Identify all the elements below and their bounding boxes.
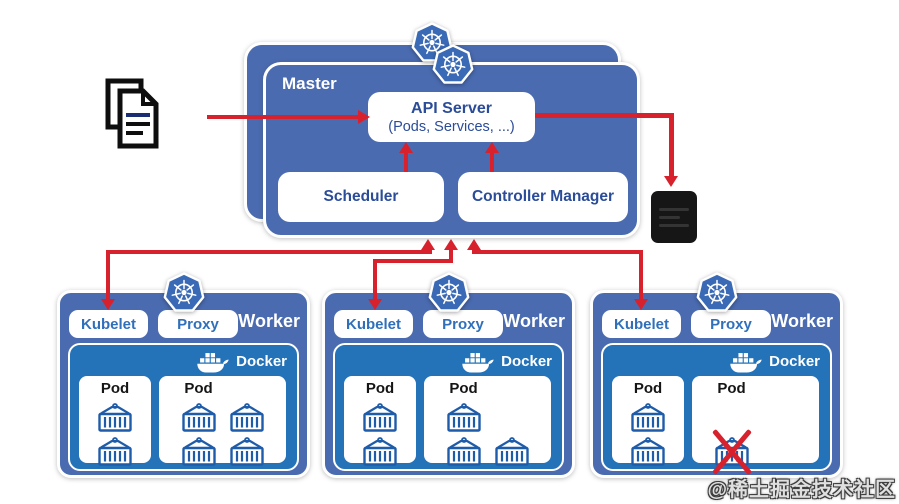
kubernetes-logo-icon	[432, 44, 474, 86]
docker-whale-icon	[462, 353, 494, 373]
pod-label: Pod	[449, 380, 478, 397]
proxy-label: Proxy	[442, 315, 484, 333]
proxy-box: Proxy	[158, 310, 238, 338]
crashed-container-icon	[711, 428, 752, 476]
kubelet-label: Kubelet	[80, 315, 136, 333]
terminal-icon	[651, 191, 697, 243]
scheduler-box: Scheduler	[278, 172, 444, 222]
pod-box: Pod	[344, 376, 416, 466]
kubelet-box: Kubelet	[69, 310, 148, 338]
kubelet-label: Kubelet	[613, 315, 669, 333]
kubernetes-logo-icon	[696, 272, 738, 314]
api-server-title: API Server	[411, 99, 492, 117]
master-label: Master	[282, 74, 337, 93]
proxy-box: Proxy	[691, 310, 771, 338]
scheduler-label: Scheduler	[323, 188, 399, 205]
docker-label: Docker	[769, 352, 820, 370]
docker-box: Docker Pod Pod	[601, 343, 832, 476]
container-icon	[629, 403, 667, 433]
docker-whale-icon	[730, 353, 762, 373]
container-icon	[361, 403, 399, 433]
pod-box: Pod	[159, 376, 286, 466]
container-icon	[228, 437, 266, 467]
container-icon	[493, 437, 531, 467]
container-icon	[180, 437, 218, 467]
docker-label: Docker	[501, 352, 552, 370]
worker-node-3: Kubelet Proxy Worker Docker Pod Pod	[590, 272, 843, 478]
kubelet-box: Kubelet	[602, 310, 681, 338]
controller-manager-label: Controller Manager	[471, 188, 615, 205]
pod-box: Pod	[612, 376, 684, 466]
pod-label: Pod	[365, 380, 395, 397]
proxy-label: Proxy	[177, 315, 219, 333]
pod-label: Pod	[184, 380, 213, 397]
worker-label: Worker	[503, 311, 565, 331]
container-icon	[96, 403, 134, 433]
worker-node-2: Kubelet Proxy Worker Docker Pod Pod	[322, 272, 575, 478]
kubelet-box: Kubelet	[334, 310, 413, 338]
container-icon	[361, 437, 399, 467]
manifest-file-icon	[105, 78, 159, 149]
docker-whale-icon	[197, 353, 229, 373]
worker-node-1: Kubelet Proxy Worker Docker Pod Pod	[57, 272, 310, 478]
pod-label: Pod	[100, 380, 130, 397]
pod-box: Pod	[692, 376, 819, 476]
pod-label: Pod	[633, 380, 663, 397]
container-icon	[445, 403, 483, 433]
controller-manager-box: Controller Manager	[458, 172, 628, 222]
container-icon	[180, 403, 218, 433]
container-icon	[445, 437, 483, 467]
container-icon	[228, 403, 266, 433]
worker-label: Worker	[238, 311, 300, 331]
api-server-box: API Server (Pods, Services, ...)	[368, 92, 535, 142]
kubernetes-logo-icon	[428, 272, 470, 314]
docker-box: Docker Pod Pod	[68, 343, 299, 471]
worker-label: Worker	[771, 311, 833, 331]
pod-box: Pod	[424, 376, 551, 466]
pod-label: Pod	[717, 380, 746, 397]
container-icon	[629, 437, 667, 467]
failure-x-mark	[711, 428, 752, 476]
pod-box: Pod	[79, 376, 151, 466]
watermark-text: @稀土掘金技术社区	[707, 479, 896, 501]
docker-label: Docker	[236, 352, 287, 370]
api-server-subtitle: (Pods, Services, ...)	[388, 118, 515, 135]
kubelet-label: Kubelet	[345, 315, 401, 333]
proxy-box: Proxy	[423, 310, 503, 338]
docker-box: Docker Pod Pod	[333, 343, 564, 471]
kubernetes-logo-icon	[163, 272, 205, 314]
proxy-label: Proxy	[710, 315, 752, 333]
container-icon	[96, 437, 134, 467]
